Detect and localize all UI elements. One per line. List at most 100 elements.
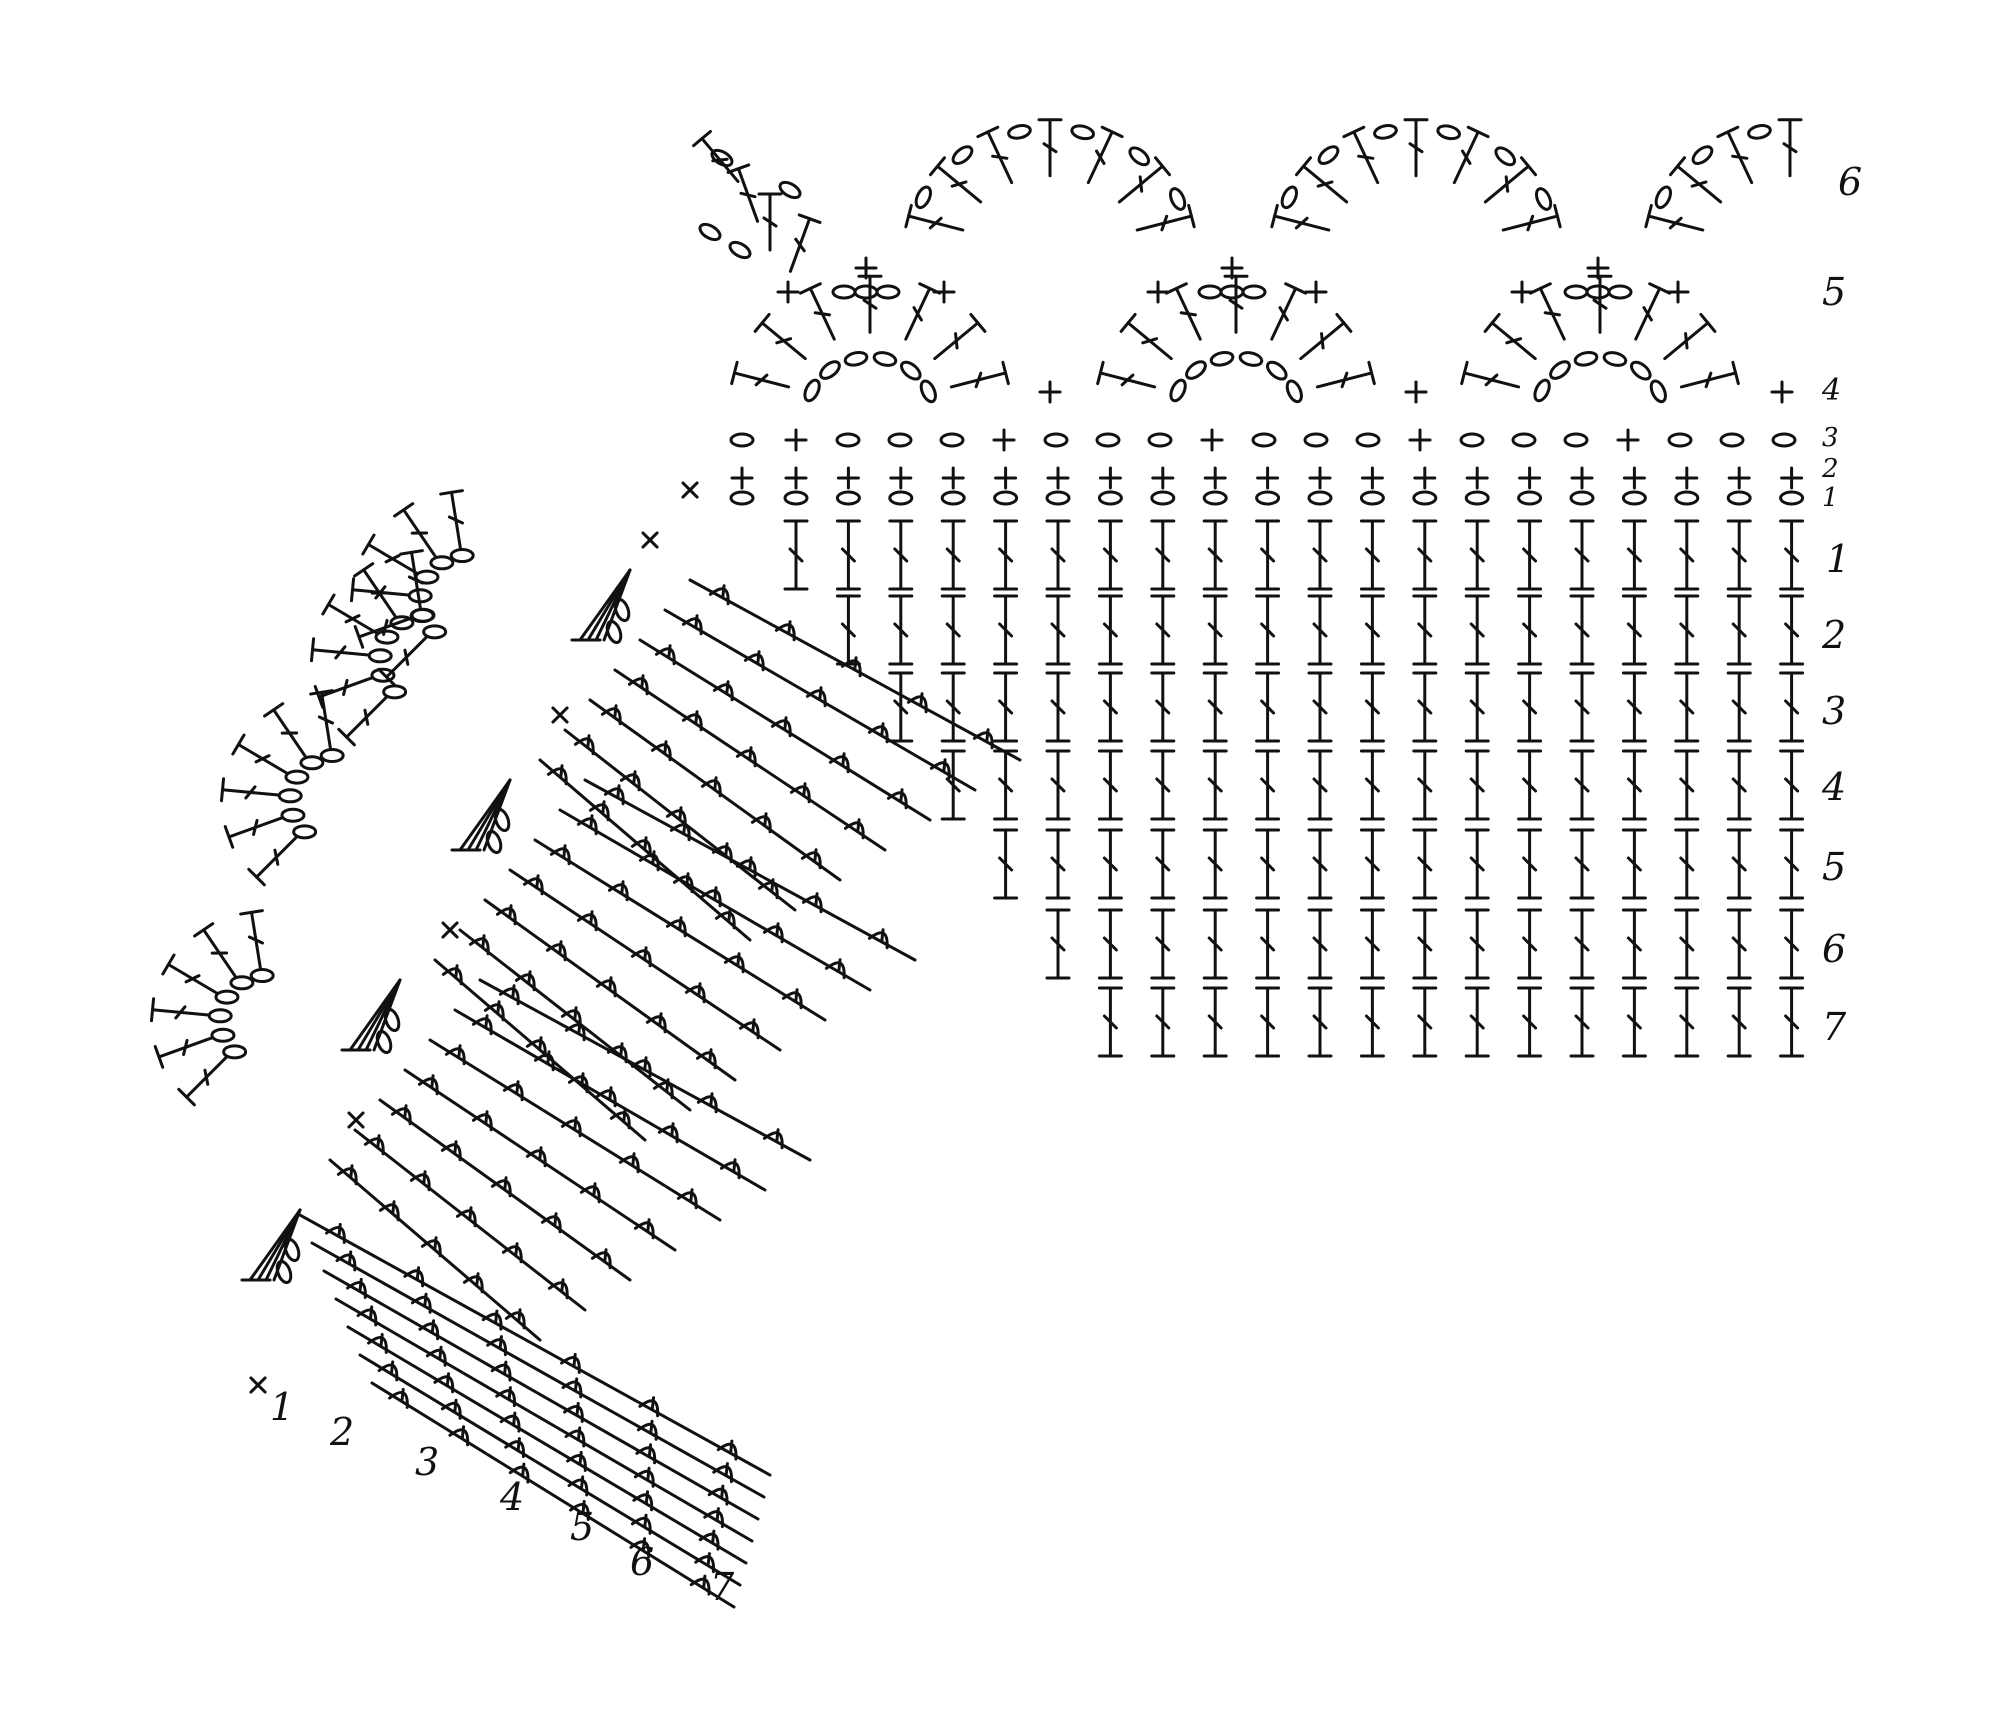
chain-stitch bbox=[1182, 356, 1210, 384]
bobble-stitch bbox=[603, 780, 632, 806]
chain-stitch bbox=[1530, 376, 1554, 405]
chain-stitch bbox=[887, 432, 913, 448]
bobble-stitch bbox=[471, 1106, 500, 1132]
double-crochet-stitch bbox=[1097, 986, 1123, 1058]
double-crochet-stitch bbox=[993, 519, 1019, 591]
chain-stitch bbox=[319, 748, 345, 764]
bobble-stitch bbox=[801, 888, 830, 914]
diagonal-row-line bbox=[428, 1038, 722, 1222]
double-crochet-stitch bbox=[1412, 594, 1438, 666]
double-crochet-stitch bbox=[1517, 671, 1543, 743]
diagonal-row-line bbox=[378, 1098, 632, 1282]
bobble-stitch bbox=[743, 646, 772, 672]
border-row-labels: 6 5 4 3 2 1 bbox=[1821, 160, 1862, 513]
double-crochet-stitch bbox=[1359, 519, 1385, 591]
bobble-stitch bbox=[843, 814, 872, 840]
chain-stitch bbox=[948, 142, 977, 169]
single-crochet-stitch bbox=[784, 428, 808, 452]
double-crochet-stitch bbox=[1779, 908, 1805, 980]
single-crochet-stitch bbox=[784, 466, 808, 490]
bobble-stitch bbox=[735, 742, 764, 768]
chain-stitch bbox=[214, 989, 240, 1005]
diagonal-row-label: 6 bbox=[630, 1540, 654, 1584]
diagonal-row-line bbox=[478, 978, 812, 1162]
single-crochet-stitch bbox=[1046, 466, 1070, 490]
diagonal-row-line bbox=[458, 928, 692, 1112]
chain-stitch bbox=[835, 432, 861, 448]
diagonal-row-line bbox=[558, 808, 872, 992]
body-row-labels: 1 2 3 4 5 6 7 bbox=[1821, 537, 1850, 1049]
double-crochet-stitch bbox=[940, 519, 966, 591]
chain-stitch bbox=[911, 183, 935, 212]
chain-stitch bbox=[299, 755, 325, 771]
bobble-stitch bbox=[600, 700, 629, 726]
bobble-stitch bbox=[707, 1480, 735, 1506]
fan-double-crochet bbox=[1313, 360, 1376, 400]
double-crochet-stitch bbox=[1150, 986, 1176, 1058]
bobble-stitch bbox=[560, 1002, 589, 1028]
double-crochet-stitch bbox=[888, 671, 914, 743]
chain-stitch bbox=[1621, 490, 1647, 506]
double-crochet-stitch bbox=[1150, 671, 1176, 743]
bobble-stitch bbox=[635, 1439, 663, 1465]
fan-double-crochet bbox=[1403, 118, 1429, 178]
chain-stitch bbox=[853, 284, 879, 300]
chain-stitch bbox=[1371, 122, 1400, 142]
single-crochet-stitch bbox=[1518, 466, 1542, 490]
bobble-stitch bbox=[418, 1315, 446, 1341]
diagonal-row-line bbox=[538, 758, 752, 942]
double-crochet-stitch bbox=[1412, 828, 1438, 900]
double-crochet-stitch bbox=[1255, 671, 1281, 743]
bobble-stitch bbox=[547, 1274, 576, 1300]
bobble-stitch bbox=[708, 580, 737, 606]
double-crochet-stitch bbox=[1045, 908, 1071, 980]
bobble-stitch bbox=[828, 748, 857, 774]
chain-stitch bbox=[1202, 490, 1228, 506]
single-crochet-stitch bbox=[1510, 280, 1534, 304]
double-crochet-stitch bbox=[1359, 828, 1385, 900]
chain-stitch bbox=[1069, 122, 1097, 143]
bobble-stitch bbox=[390, 1100, 419, 1126]
chain-stitch bbox=[229, 975, 255, 991]
bobble-stitch bbox=[657, 1118, 686, 1144]
chain-stitch bbox=[1667, 432, 1693, 448]
bobble-stitch bbox=[633, 1214, 662, 1240]
double-crochet-stitch bbox=[1464, 671, 1490, 743]
single-crochet-stitch bbox=[1304, 280, 1328, 304]
bobble-stitch bbox=[363, 1130, 392, 1156]
double-crochet-stitch bbox=[1726, 519, 1752, 591]
chain-stitch bbox=[875, 284, 901, 300]
chain-stitch bbox=[1125, 143, 1154, 170]
chain-stitch bbox=[695, 219, 725, 245]
double-crochet-stitch bbox=[1621, 519, 1647, 591]
double-crochet-stitch bbox=[888, 594, 914, 666]
chain-stitch bbox=[284, 769, 310, 785]
chain-stitch bbox=[1355, 432, 1381, 448]
bobble-stitch bbox=[346, 1274, 374, 1299]
single-crochet-stitch bbox=[1770, 380, 1794, 404]
single-crochet-stitch bbox=[730, 466, 754, 490]
diagonal-row-label: 4 bbox=[499, 1475, 524, 1519]
fan-double-crochet bbox=[928, 156, 990, 212]
double-crochet-stitch bbox=[1674, 908, 1700, 980]
chain-stitch bbox=[1745, 122, 1774, 142]
bobble-stitch bbox=[335, 1246, 363, 1272]
single-crochet-stitch bbox=[1038, 380, 1062, 404]
bobble-stitch bbox=[433, 1368, 461, 1394]
chain-stitch bbox=[1572, 349, 1600, 369]
diagonal-row-line bbox=[346, 1325, 748, 1565]
double-crochet-stitch bbox=[1097, 519, 1123, 591]
fan-double-crochet bbox=[1483, 312, 1544, 369]
single-crochet-stitch bbox=[776, 280, 800, 304]
fan-double-crochet bbox=[1119, 312, 1180, 369]
bobble-stitch bbox=[560, 1112, 589, 1138]
bobble-stitch bbox=[448, 1421, 476, 1447]
double-crochet-stitch bbox=[1517, 594, 1543, 666]
chain-stitch bbox=[381, 1006, 403, 1034]
fan-double-crochet bbox=[798, 282, 846, 346]
diagonal-row-line bbox=[588, 698, 842, 882]
fan-double-crochet bbox=[757, 192, 783, 252]
fan-double-crochet bbox=[1223, 274, 1249, 334]
body-row-label: 4 bbox=[1821, 765, 1846, 809]
